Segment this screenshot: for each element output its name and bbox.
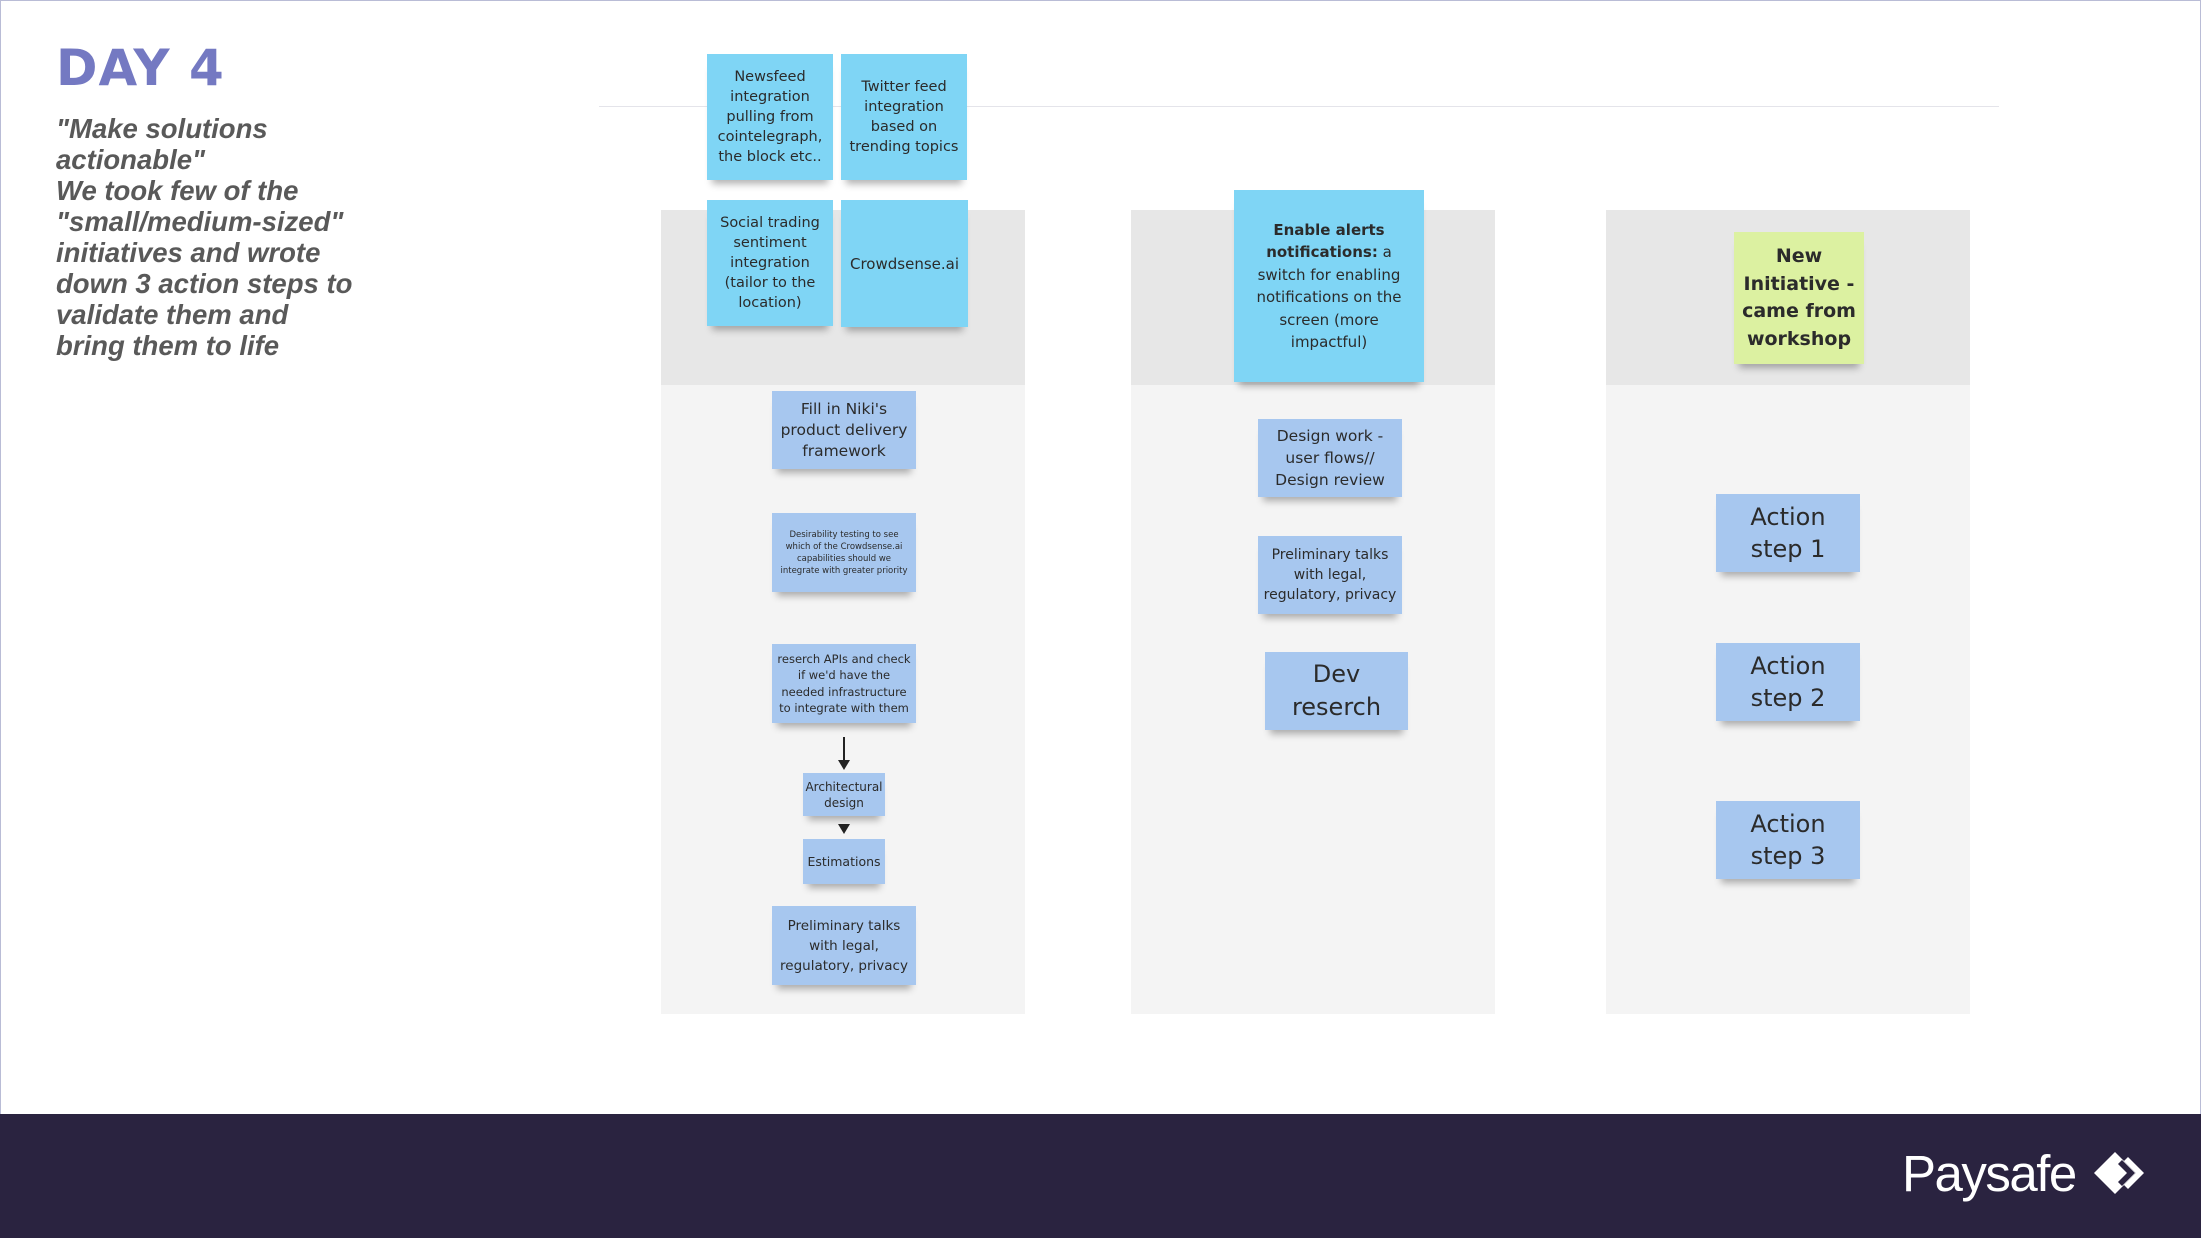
- idea-sticky-newsfeed[interactable]: Newsfeed integration pulling from cointe…: [707, 54, 833, 180]
- step-sticky-text: Desirability testing to see which of the…: [780, 529, 908, 576]
- idea-sticky-new-initiative[interactable]: New Initiative - came from workshop: [1734, 232, 1864, 364]
- paysafe-diamonds-icon: [2093, 1152, 2144, 1194]
- subtitle-line-2: We took few of the "small/medium-sized" …: [56, 175, 353, 361]
- step-sticky-text: Preliminary talks with legal, regulatory…: [780, 917, 908, 974]
- idea-sticky-text: Social trading sentiment integration (ta…: [720, 215, 820, 311]
- step-sticky-text: Preliminary talks with legal, regulatory…: [1263, 547, 1397, 603]
- idea-sticky-social-trading[interactable]: Social trading sentiment integration (ta…: [707, 200, 833, 326]
- slide-subtitle: "Make solutions actionable" We took few …: [56, 113, 356, 361]
- idea-sticky-text: Enable alerts notifications: a switch fo…: [1246, 219, 1412, 354]
- idea-sticky-bold-text: Enable alerts notifications:: [1266, 220, 1385, 262]
- idea-sticky-text: Twitter feed integration based on trendi…: [849, 79, 959, 155]
- idea-sticky-crowdsense[interactable]: Crowdsense.ai: [841, 200, 968, 327]
- step-sticky-text: Dev reserch: [1291, 660, 1382, 721]
- step-sticky-delivery-framework[interactable]: Fill in Niki's product delivery framewor…: [772, 391, 916, 469]
- board-divider: [599, 106, 1999, 107]
- idea-sticky-twitter-feed[interactable]: Twitter feed integration based on trendi…: [841, 54, 967, 180]
- step-sticky-action-step-2[interactable]: Action step 2: [1716, 643, 1860, 721]
- step-sticky-architectural-design[interactable]: Architectural design: [803, 773, 885, 816]
- step-sticky-text: Action step 1: [1750, 503, 1826, 563]
- footer-bar: [0, 1114, 2201, 1238]
- step-sticky-text: Action step 2: [1750, 652, 1826, 712]
- step-sticky-text: Architectural design: [805, 779, 883, 810]
- step-sticky-text: reserch APIs and check if we'd have the …: [777, 651, 911, 716]
- paysafe-logo: Paysafe: [1902, 1143, 2156, 1203]
- step-sticky-design-work[interactable]: Design work - user flows// Design review: [1258, 419, 1402, 497]
- subtitle-line-1: "Make solutions actionable": [56, 113, 268, 175]
- idea-sticky-rest-text: a switch for enabling notifications on t…: [1256, 243, 1402, 351]
- slide: DAY 4 "Make solutions actionable" We too…: [0, 0, 2201, 1114]
- step-sticky-legal-talks[interactable]: Preliminary talks with legal, regulatory…: [1258, 536, 1402, 614]
- step-sticky-research-apis[interactable]: reserch APIs and check if we'd have the …: [772, 644, 916, 723]
- idea-sticky-text: New Initiative - came from workshop: [1742, 245, 1856, 350]
- step-sticky-text: Design work - user flows// Design review: [1275, 427, 1385, 489]
- step-sticky-text: Estimations: [807, 853, 881, 869]
- step-sticky-text: Action step 3: [1750, 810, 1826, 870]
- idea-sticky-alerts-notifications[interactable]: Enable alerts notifications: a switch fo…: [1234, 190, 1424, 382]
- step-sticky-desirability-testing[interactable]: Desirability testing to see which of the…: [772, 513, 916, 592]
- step-sticky-dev-research[interactable]: Dev reserch: [1265, 652, 1408, 730]
- flow-arrow-1: [838, 737, 850, 770]
- step-sticky-action-step-3[interactable]: Action step 3: [1716, 801, 1860, 879]
- idea-sticky-text: Newsfeed integration pulling from cointe…: [717, 69, 823, 165]
- idea-sticky-text: Crowdsense.ai: [850, 254, 959, 273]
- slide-title: DAY 4: [56, 39, 225, 97]
- step-sticky-legal-talks[interactable]: Preliminary talks with legal, regulatory…: [772, 906, 916, 985]
- flow-arrow-2: [838, 824, 850, 834]
- board-column-1: [661, 210, 1025, 1014]
- step-sticky-estimations[interactable]: Estimations: [803, 839, 885, 884]
- step-sticky-action-step-1[interactable]: Action step 1: [1716, 494, 1860, 572]
- step-sticky-text: Fill in Niki's product delivery framewor…: [780, 399, 908, 460]
- logo-text: Paysafe: [1902, 1144, 2077, 1202]
